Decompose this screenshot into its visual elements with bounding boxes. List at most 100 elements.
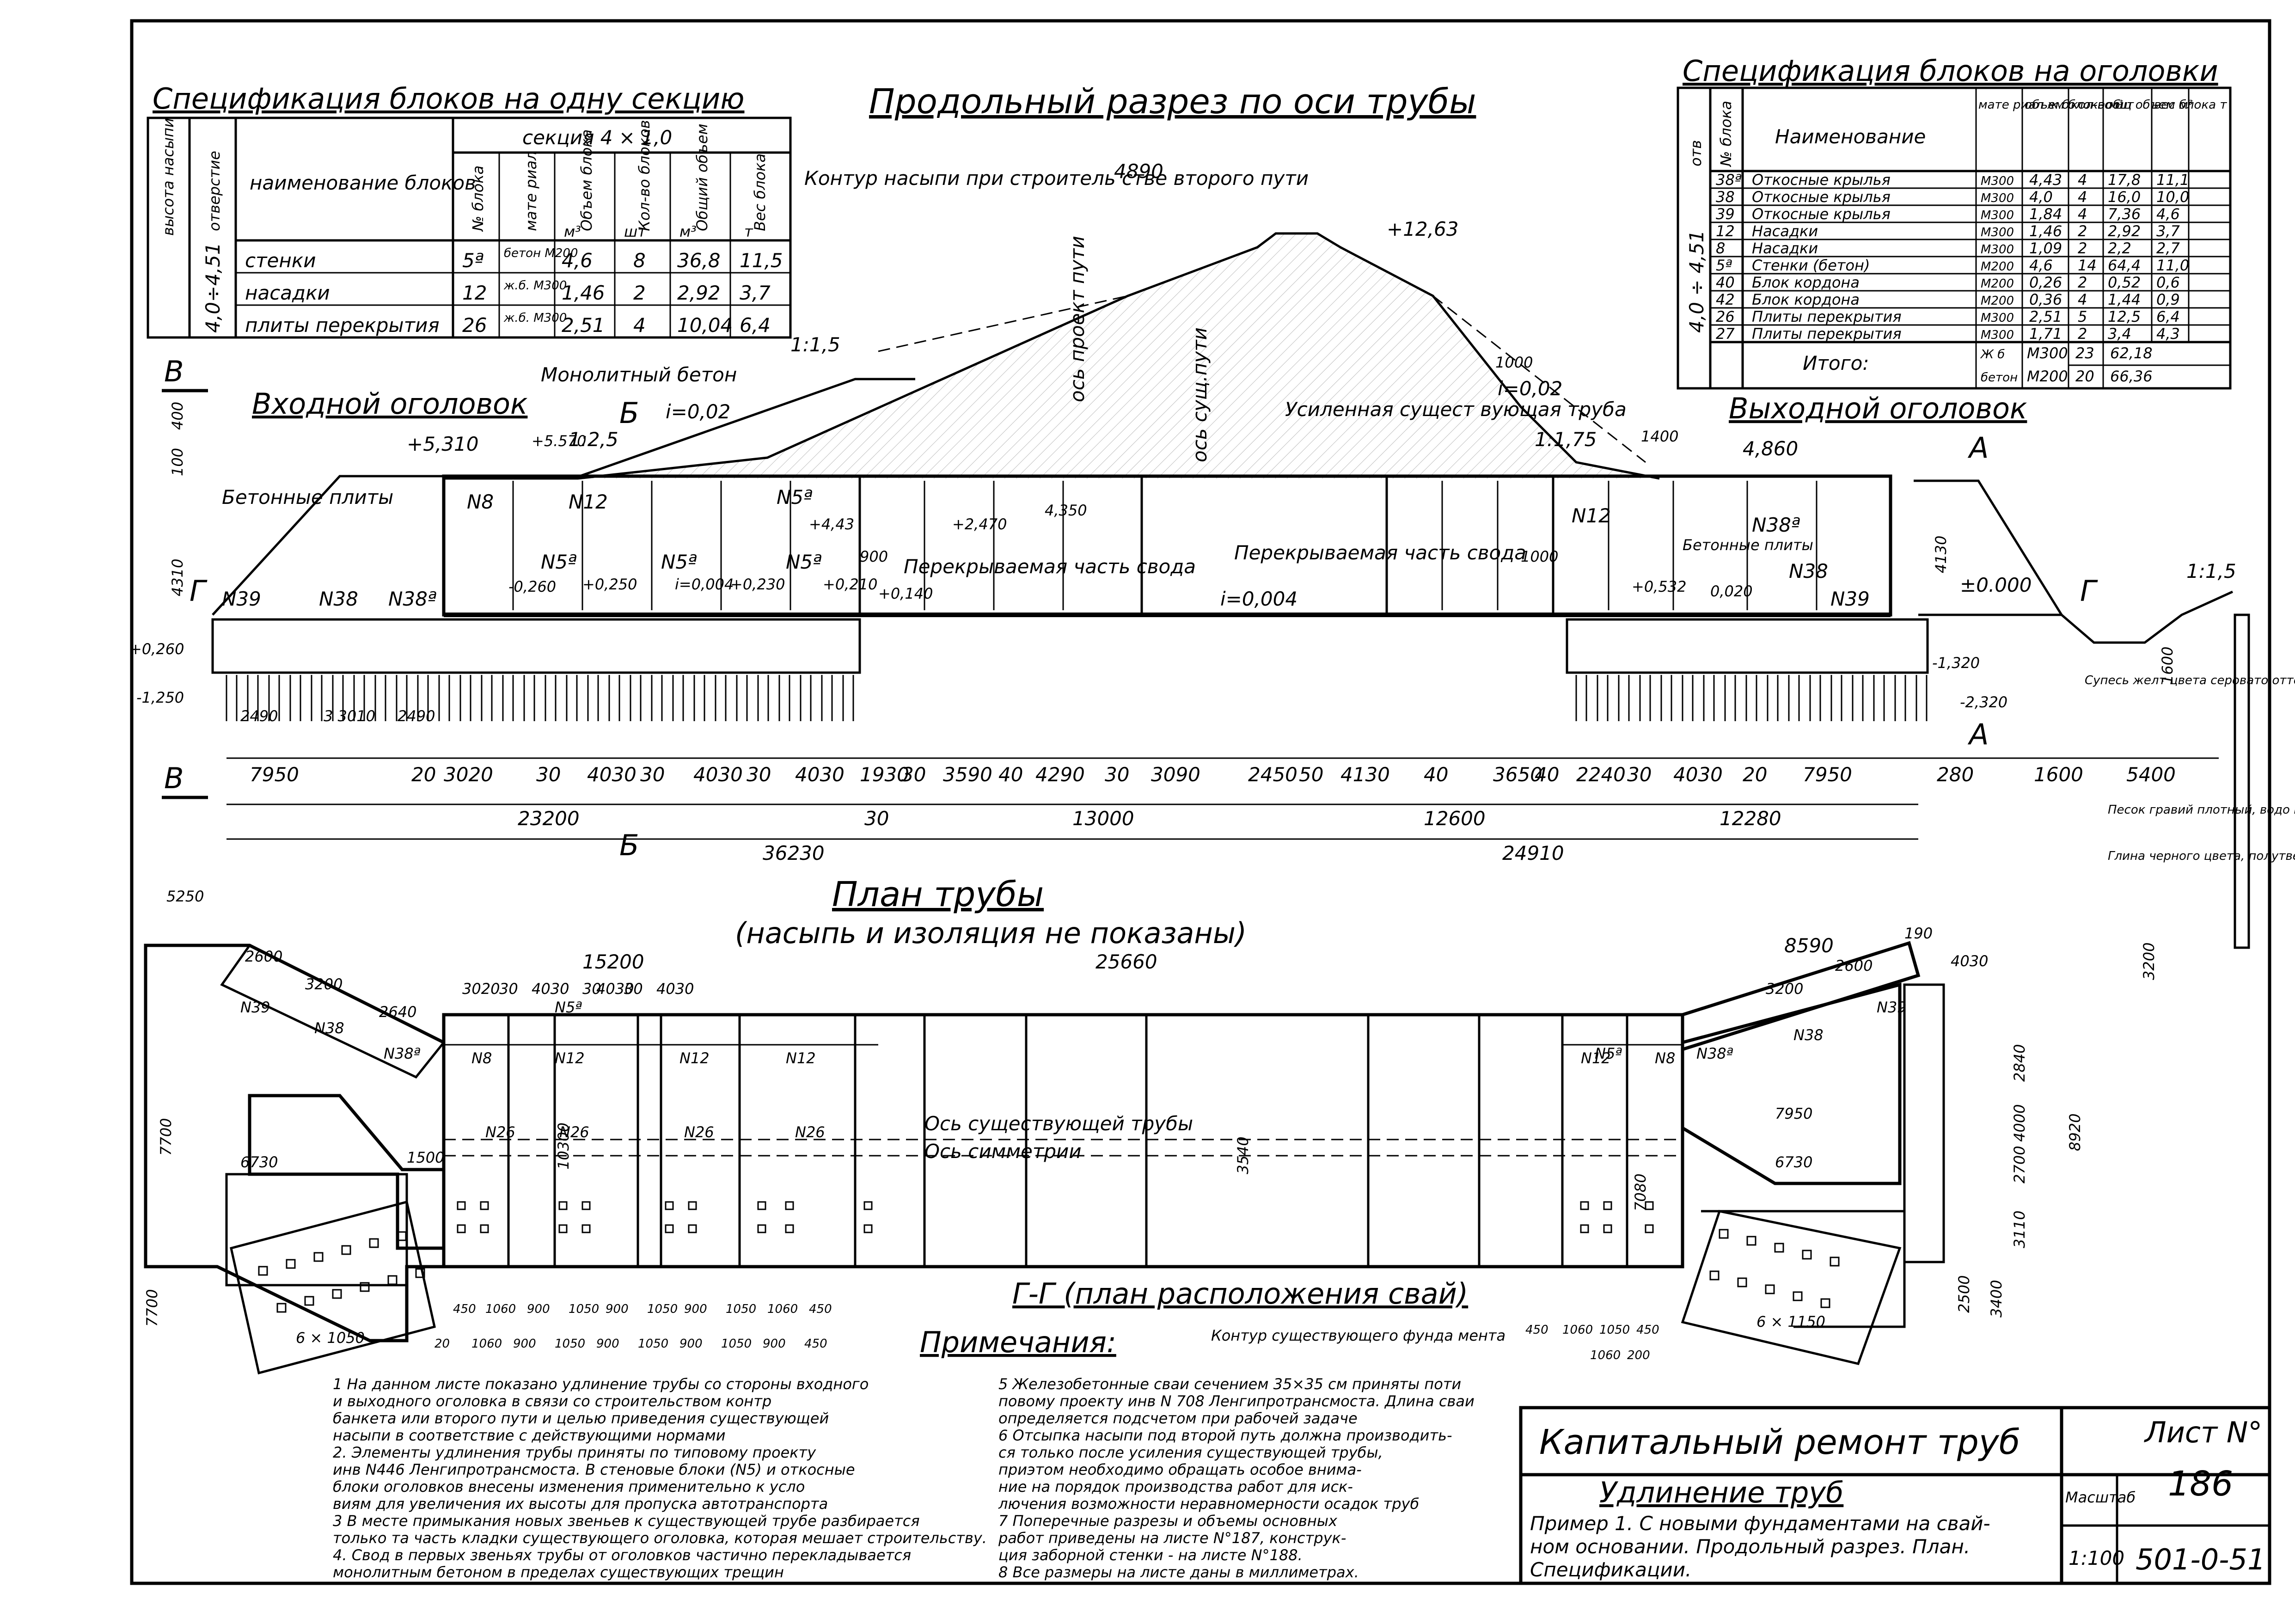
note-line: блоки оголовков внесены изменения примен… <box>333 1478 805 1495</box>
plan-dim-top: 4030 <box>656 980 694 998</box>
block-label: N38 <box>319 588 358 610</box>
block-label: N12 <box>569 490 608 513</box>
pile-dim: 2490 <box>398 707 435 725</box>
spec-row-total: 2,92 <box>677 282 721 304</box>
plan-block-right: N38ª <box>1696 1045 1733 1062</box>
foundation-right <box>1566 618 1929 674</box>
spec-heads-table: Спецификация блоков на оголовки отв № бл… <box>1677 54 2232 390</box>
plan-pile <box>258 1266 268 1276</box>
col-opening: отверстие <box>206 151 223 231</box>
spec-row-volume: 2,51 <box>562 314 605 337</box>
plan-pile <box>863 1201 873 1210</box>
col-fill-height: высота насыпи <box>159 118 177 236</box>
heads-row-volume: 0,36 <box>2029 291 2062 308</box>
elev-0140: +0,140 <box>878 585 933 602</box>
heads-row-weight: 11,0 <box>2156 257 2189 274</box>
heads-row-material: М300 <box>1981 191 2014 205</box>
dim-value: 12600 <box>1424 807 1486 830</box>
heads-row-volume: 4,43 <box>2029 171 2062 189</box>
elev-0020: 0,020 <box>1710 582 1753 600</box>
plan-dim-8920: 8920 <box>2066 1114 2084 1151</box>
note-line: 8 Все размеры на листе даны в миллиметра… <box>998 1563 1359 1581</box>
pile-dim: 2490 <box>240 707 278 725</box>
heads-col-count: кол-во шт <box>2071 98 2134 112</box>
plan-pile <box>457 1201 466 1210</box>
spec-row-material: ж.б. М300 <box>503 311 567 325</box>
plan-pile <box>1719 1229 1729 1239</box>
plan-pile <box>1709 1270 1720 1281</box>
plan-inner-block: N8 <box>471 1049 492 1067</box>
pile-dim-right1: 450 <box>1525 1323 1548 1337</box>
note-line: повому проекту инв N 708 Ленгипротрансмо… <box>998 1392 1475 1410</box>
spec-row-no: 5ª <box>462 249 484 272</box>
dim-1000b: 1000 <box>1521 548 1558 565</box>
plan-pile <box>1774 1243 1784 1253</box>
plan-inner-block: N12 <box>1581 1049 1611 1067</box>
plan-wing-right <box>1681 941 1921 1052</box>
heads-row-name: Блок кордона <box>1752 291 1860 308</box>
plan-pile <box>757 1201 766 1210</box>
heads-total-label: Итого: <box>1803 352 1869 374</box>
plan-inner-block: N5ª <box>1595 1045 1622 1062</box>
heads-row-volume: 1,09 <box>2029 239 2062 257</box>
spec-row-total: 10,04 <box>677 314 733 337</box>
spec-section-title: Спецификация блоков на одну секцию <box>153 82 744 116</box>
section-labels: Контур насыпи при строитель стве второго… <box>129 160 2295 863</box>
dim-value: 12280 <box>1720 807 1781 830</box>
dim-value: 30 <box>864 807 889 830</box>
heads-row-count: 2 <box>2078 325 2087 343</box>
spec-row-no: 12 <box>462 282 487 304</box>
plan-dim-25660: 25660 <box>1095 950 1157 973</box>
elev-4350: 4,350 <box>1045 502 1087 519</box>
note-line: ция заборной стенки - на листе N°188. <box>998 1546 1303 1564</box>
plan-pile <box>286 1259 296 1269</box>
plan-dim-left: 2640 <box>379 1003 416 1021</box>
pile-dim-row2: 450 <box>804 1337 827 1351</box>
plan-pile <box>341 1245 351 1255</box>
heads-row-material: М200 <box>1981 277 2014 291</box>
total-material-a: бетон <box>1981 371 2018 385</box>
plan-dim-top: 30 <box>624 980 643 998</box>
pile-dim-row2: 900 <box>513 1337 536 1351</box>
note-line: 3 В месте примыкания новых звеньев к сущ… <box>333 1512 920 1530</box>
dim-value: 40 <box>1424 763 1448 786</box>
col-no: № блока <box>469 165 487 232</box>
plan-block-left: N38ª <box>384 1045 421 1062</box>
plan-axis-existing: Ось существующей трубы <box>924 1112 1193 1135</box>
heads-row-weight: 4,3 <box>2156 325 2180 343</box>
heads-row-no: 5ª <box>1716 257 1732 274</box>
dim-value: 23200 <box>518 807 580 830</box>
note-line: насыпи в соответствие с действующими нор… <box>333 1427 726 1444</box>
heads-row-total: 7,36 <box>2108 205 2141 223</box>
heads-col-no: № блока <box>1717 101 1735 167</box>
dim-value: 24910 <box>1502 842 1564 864</box>
dim-value: 4030 <box>693 763 743 786</box>
heads-col-opening: отв <box>1687 140 1705 166</box>
dim-400: 400 <box>169 402 186 430</box>
notes: Примечания: 1 На данном листе показано у… <box>333 1325 1475 1581</box>
section-mark-b-top: В <box>164 355 184 388</box>
plan-dim-top: 4030 <box>532 980 569 998</box>
heads-row-count: 4 <box>2078 205 2087 223</box>
note-line: лючения возможности неравномерности осад… <box>998 1495 1419 1513</box>
overlapped-vault-left: Перекрываемая часть свода <box>904 555 1196 578</box>
pile-dim-row1: 1050 <box>647 1302 678 1316</box>
heads-row-material: М200 <box>1981 294 2014 308</box>
sheet-label: Лист N° <box>2144 1416 2262 1449</box>
plan-dim-left: 2600 <box>245 948 282 965</box>
plan-inner-block: N26 <box>559 1123 589 1141</box>
soil-column <box>2234 613 2250 949</box>
dim-100: 100 <box>169 448 186 476</box>
heads-row-count: 4 <box>2078 171 2087 189</box>
notes-col1: 1 На данном листе показано удлинение тру… <box>333 1375 987 1581</box>
heads-row-weight: 0,6 <box>2156 274 2180 291</box>
plan-pile <box>480 1201 489 1210</box>
pile-dim-right2: 200 <box>1627 1348 1650 1362</box>
plan-contour-existing: Контур существующего фунда мента <box>1211 1327 1506 1344</box>
dim-900: 900 <box>860 548 888 565</box>
elev-m2320: -2,320 <box>1960 693 2007 711</box>
spec-row-weight: 3,7 <box>740 282 771 304</box>
pile-dim-row1: 900 <box>684 1302 707 1316</box>
heads-row-count: 2 <box>2078 274 2087 291</box>
plan-pile <box>1645 1201 1654 1210</box>
